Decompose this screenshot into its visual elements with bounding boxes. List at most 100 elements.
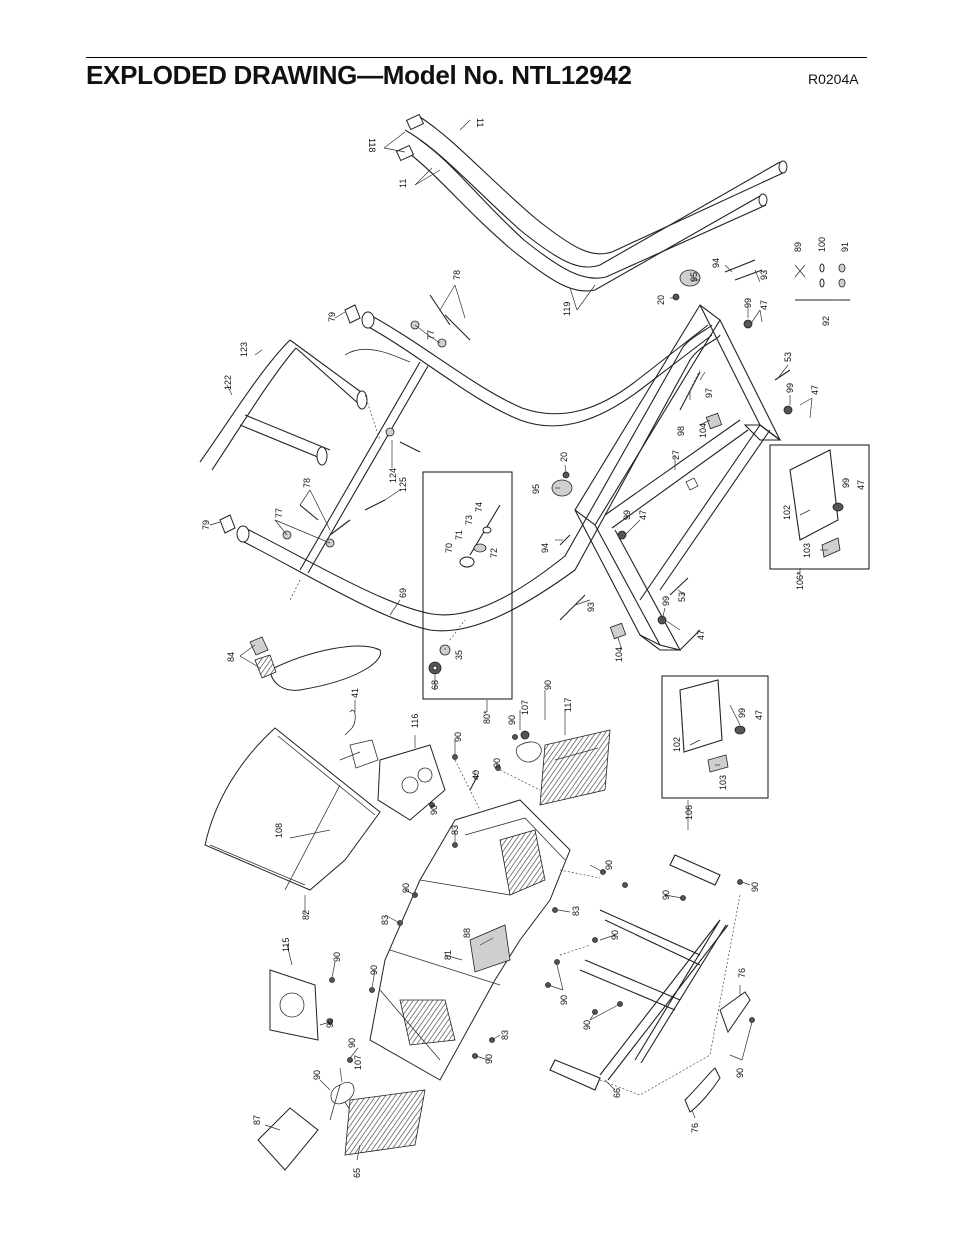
callout-90: 90 [559,995,569,1005]
callout-118: 118 [367,138,377,152]
callout-124: 124 [388,468,398,483]
hood-parts-lower [257,969,426,1171]
callout-66: 66 [612,1088,622,1098]
callout-83: 83 [571,906,581,916]
callout-82: 82 [301,910,311,920]
callout-77: 77 [274,508,284,518]
callout-123: 123 [239,342,249,357]
callout-90: 90 [507,715,517,725]
callout-99: 99 [622,510,632,520]
callout-107: 107 [520,700,530,715]
callout-94: 94 [711,258,721,268]
callout-76: 76 [690,1123,700,1133]
callout-90: 90 [332,952,342,962]
callout-47: 47 [638,510,648,520]
callout-116: 116 [410,714,420,728]
callout-100: 100 [817,237,827,252]
callout-99: 99 [841,478,851,488]
callout-108: 108 [274,823,284,838]
callout-104: 104 [698,423,708,438]
callout-71: 71 [454,530,464,540]
callout-90: 90 [401,883,411,893]
callout-78: 78 [302,478,312,488]
grip-pulse-parts [249,636,382,736]
callout-68: 68 [430,680,440,690]
callout-90: 90 [453,732,463,742]
callout-98: 98 [676,426,686,436]
callout-90: 90 [661,890,671,900]
rear-frame [549,854,751,1113]
callout-93: 93 [586,602,596,612]
callout-65: 65 [352,1168,362,1178]
callout-78: 78 [452,270,462,280]
callout-125: 125 [398,477,408,492]
callout-47: 47 [810,385,820,395]
bearing-box-lower [661,675,769,799]
callout-89: 89 [793,242,803,252]
callout-47: 47 [696,630,706,640]
callout-84: 84 [226,652,236,662]
callout-80-star: 80* [482,710,492,724]
callout-90: 90 [484,1054,494,1064]
callout-99: 99 [737,708,747,718]
hood-parts-upper [377,729,611,821]
callout-83: 83 [500,1030,510,1040]
right-side-hardware [551,259,850,625]
callout-90: 90 [429,805,439,815]
callout-74: 74 [474,502,484,512]
callout-70: 70 [444,543,454,553]
callout-103: 103 [802,543,812,558]
callout-90: 90 [492,758,502,768]
callout-69: 69 [398,588,408,598]
handrail-hardware [219,294,471,601]
callout-95: 95 [689,272,699,282]
callout-47: 47 [759,300,769,310]
callout-90: 90 [369,965,379,975]
callout-90: 90 [325,1018,335,1028]
page-title: EXPLODED DRAWING—Model No. NTL12942 [86,60,632,90]
callout-11: 11 [475,118,485,127]
callout-107: 107 [353,1055,363,1070]
callout-27: 27 [671,450,681,460]
callout-102: 102 [782,505,792,520]
callout-97: 97 [704,388,714,398]
revision-code: R0204A [808,71,859,87]
callout-92: 92 [821,316,831,326]
callout-47: 47 [856,480,866,490]
callout-122: 122 [223,375,233,390]
callout-53: 53 [677,592,687,602]
callout-47: 47 [754,710,764,720]
callout-11: 11 [398,179,408,188]
callout-102: 102 [672,737,682,752]
callout-72: 72 [489,548,499,558]
base-frame [574,304,782,651]
callout-115: 115 [281,938,291,952]
callout-91: 91 [840,242,850,252]
callout-83: 83 [450,825,460,835]
callout-41: 41 [350,688,360,698]
callout-79: 79 [201,520,211,530]
callout-106: 106 [684,805,694,820]
callout-83: 83 [380,915,390,925]
callout-90: 90 [750,882,760,892]
callout-20: 20 [656,295,666,305]
motor-hood [369,799,571,1081]
callout-90: 90 [604,860,614,870]
pivot-assembly-box [422,471,513,700]
callout-117: 117 [563,698,573,712]
callout-119: 119 [562,302,572,316]
callout-90: 90 [312,1070,322,1080]
callout-90: 90 [347,1038,357,1048]
handrail-frame [199,311,721,632]
callout-81: 81 [443,950,453,960]
callout-35: 35 [454,650,464,660]
callout-95: 95 [531,484,541,494]
callout-20: 20 [559,452,569,462]
bearing-box-upper [769,444,870,570]
callout-99: 99 [743,298,753,308]
header-rule [86,57,867,58]
callout-77: 77 [426,330,436,340]
callout-40: 40 [471,770,481,780]
callout-53: 53 [783,352,793,362]
